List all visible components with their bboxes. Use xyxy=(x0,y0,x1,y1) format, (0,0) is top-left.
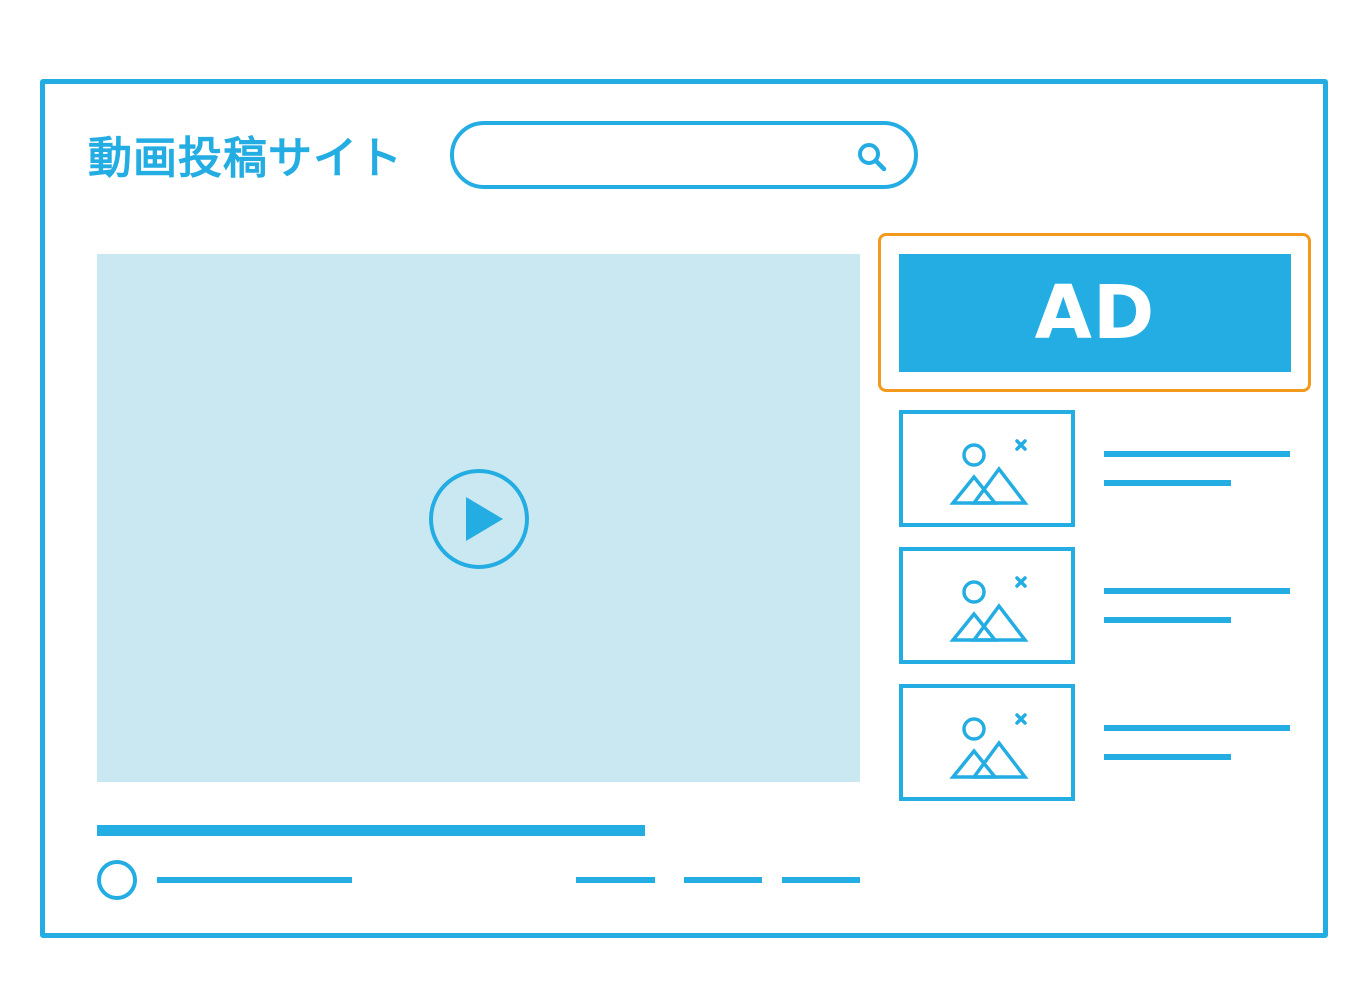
play-icon[interactable] xyxy=(427,467,531,571)
related-video-meta-placeholder xyxy=(1104,754,1231,760)
related-video-title-placeholder[interactable] xyxy=(1104,451,1290,457)
ad-highlight-frame xyxy=(878,233,1311,392)
channel-name-placeholder[interactable] xyxy=(157,877,352,883)
search-icon[interactable] xyxy=(854,139,890,175)
related-video-thumbnail[interactable] xyxy=(899,410,1075,527)
image-placeholder-icon xyxy=(949,439,1029,505)
related-video-title-placeholder[interactable] xyxy=(1104,725,1290,731)
action-item-placeholder[interactable] xyxy=(684,877,762,883)
related-video-meta-placeholder xyxy=(1104,480,1231,486)
image-placeholder-icon xyxy=(949,713,1029,779)
ad-label: AD xyxy=(1034,270,1156,356)
search-input[interactable] xyxy=(450,121,918,189)
channel-avatar[interactable] xyxy=(97,860,137,900)
action-item-placeholder[interactable] xyxy=(782,877,860,883)
related-video-meta-placeholder xyxy=(1104,617,1231,623)
image-placeholder-icon xyxy=(949,576,1029,642)
action-item-placeholder[interactable] xyxy=(576,877,655,883)
related-video-thumbnail[interactable] xyxy=(899,684,1075,801)
related-video-thumbnail[interactable] xyxy=(899,547,1075,664)
ad-banner[interactable]: AD xyxy=(899,254,1291,372)
video-title-placeholder[interactable] xyxy=(97,825,645,836)
site-title[interactable]: 動画投稿サイト xyxy=(88,133,403,184)
related-video-title-placeholder[interactable] xyxy=(1104,588,1290,594)
